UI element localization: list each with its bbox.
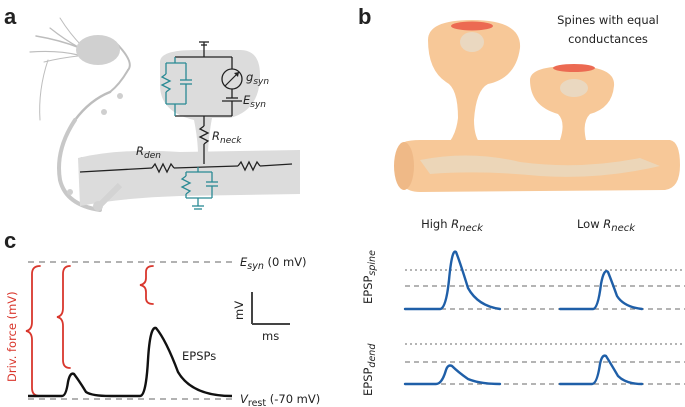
spine-high-rneck xyxy=(428,20,521,146)
esyn-label: Esyn xyxy=(243,93,266,110)
dendrite-shaft xyxy=(78,150,300,206)
brace-large-epsp xyxy=(139,265,154,305)
soma xyxy=(76,35,120,65)
spines-caption-line1: Spines with equal xyxy=(557,13,659,27)
spine-high-psd xyxy=(451,21,493,31)
epsp-spine-label: EPSPspine xyxy=(361,250,378,304)
rden-label: Rden xyxy=(136,144,161,161)
gsyn-arrowhead xyxy=(234,72,239,77)
low-rneck-label: Low Rneck xyxy=(577,217,636,234)
panel-c: c Esyn (0 mV) Vrest (-70 mV) Driv. force… xyxy=(4,228,320,407)
esyn-level-label: Esyn (0 mV) xyxy=(240,255,307,272)
panel-a-label: a xyxy=(4,4,17,29)
spine-low-rneck xyxy=(530,66,615,140)
epsp-dend-high-trace xyxy=(403,364,502,386)
spine-dot xyxy=(117,93,123,99)
spines-caption-line2: conductances xyxy=(568,32,648,46)
epsp-spine-high-trace xyxy=(403,250,502,311)
brace-rest xyxy=(25,265,41,397)
spine-dot xyxy=(67,189,73,195)
spine-low-shade xyxy=(560,79,588,97)
gsyn-conductance-symbol xyxy=(221,68,243,90)
driving-force-label: Driv. force (mV) xyxy=(5,291,19,382)
epsp-dend-low-trace xyxy=(558,354,644,386)
spine-low-psd xyxy=(553,64,595,72)
spine-circuit xyxy=(79,41,293,174)
brace-small-epsp xyxy=(56,265,71,369)
scale-bar-ms-label: ms xyxy=(262,329,279,343)
vrest-level-label: Vrest (-70 mV) xyxy=(240,392,320,407)
epsp-traces xyxy=(403,250,644,386)
membrane-trace xyxy=(28,326,233,398)
spine-high-shade xyxy=(460,32,484,52)
dendrite-rc-teal xyxy=(180,167,218,210)
epsp-spine-low-trace xyxy=(558,270,644,311)
gsyn-label: gsyn xyxy=(246,70,269,87)
spine-rc-teal xyxy=(160,57,192,116)
spine-dot xyxy=(101,109,107,115)
epsp-reference-lines xyxy=(405,269,685,385)
dendrite-shading xyxy=(420,155,660,177)
dendrite-end xyxy=(394,142,414,190)
panel-a: a xyxy=(4,4,300,212)
panel-c-label: c xyxy=(4,228,16,253)
epsps-label: EPSPs xyxy=(182,349,216,363)
dendrite-branch xyxy=(97,182,123,208)
driving-force-braces xyxy=(25,265,154,397)
panel-b: b Spines with equal conductances High Rn… xyxy=(358,4,685,396)
panel-b-label: b xyxy=(358,4,371,29)
scale-bar-mv-label: mV xyxy=(232,301,246,320)
high-rneck-label: High Rneck xyxy=(421,217,484,234)
spine-dot xyxy=(93,201,103,211)
rneck-label: Rneck xyxy=(212,129,242,146)
epsp-dend-label: EPSPdend xyxy=(361,343,378,396)
